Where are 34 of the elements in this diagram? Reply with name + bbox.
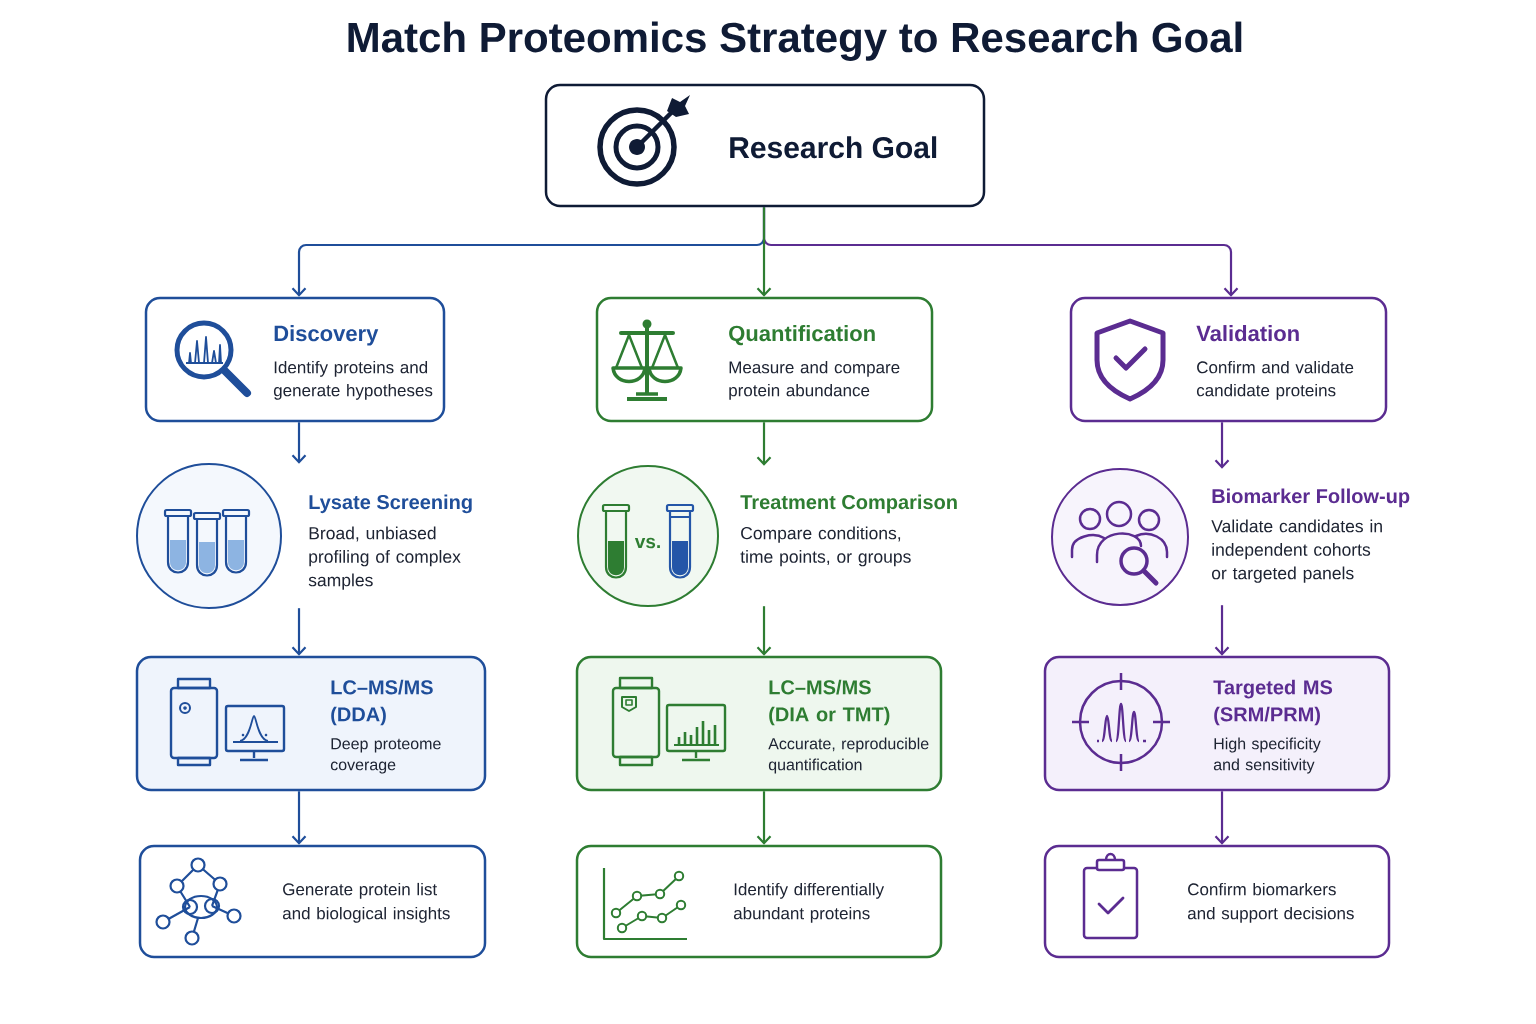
description: High specificity and sensitivity [1213, 737, 1321, 774]
heading: Lysate Screening [309, 494, 472, 514]
heading: LC–MS/MS (DDA) [331, 679, 433, 726]
arrow [1214, 422, 1230, 469]
description: Confirm biomarkers and support decisions [1187, 882, 1354, 923]
box-title: Research Goal [730, 136, 937, 159]
arrow [1214, 605, 1230, 656]
description: Measure and compare protein abundance [729, 360, 900, 400]
vs-label: vs. [634, 537, 660, 549]
heading: Targeted MS (SRM/PRM) [1213, 679, 1333, 726]
arrow [756, 422, 772, 466]
description: Validate candidates in independent cohorts or targeted panels [1211, 519, 1382, 583]
heading: Discovery [274, 325, 379, 346]
arrow [291, 608, 307, 656]
arrow [1214, 791, 1230, 845]
heading: LC–MS/MS (DIA or TMT) [769, 679, 890, 726]
description: Accurate, reproducible quantification [768, 737, 929, 774]
heading: Biomarker Follow-up [1212, 488, 1410, 508]
description: Confirm and validate candidate proteins [1196, 360, 1354, 400]
heading: Treatment Comparison [740, 494, 957, 514]
description: Identify differentially abundant proteins [733, 882, 885, 923]
arrow [756, 207, 772, 297]
arrow [756, 606, 772, 656]
heading: Validation [1196, 325, 1299, 342]
title: Match Proteomics Strategy to Research Goal [348, 21, 1242, 61]
arrow [756, 791, 772, 845]
description: Deep proteome coverage [330, 738, 441, 774]
arrow [291, 791, 307, 845]
description: Generate protein list and biological insights [282, 882, 450, 923]
description: Compare conditions, time points, or groups [740, 526, 911, 567]
arrow [291, 422, 307, 464]
heading: Quantification [729, 325, 875, 346]
description: Identify proteins and generate hypotheses [273, 360, 433, 400]
description: Broad, unbiased profiling of complex samples [308, 526, 461, 590]
